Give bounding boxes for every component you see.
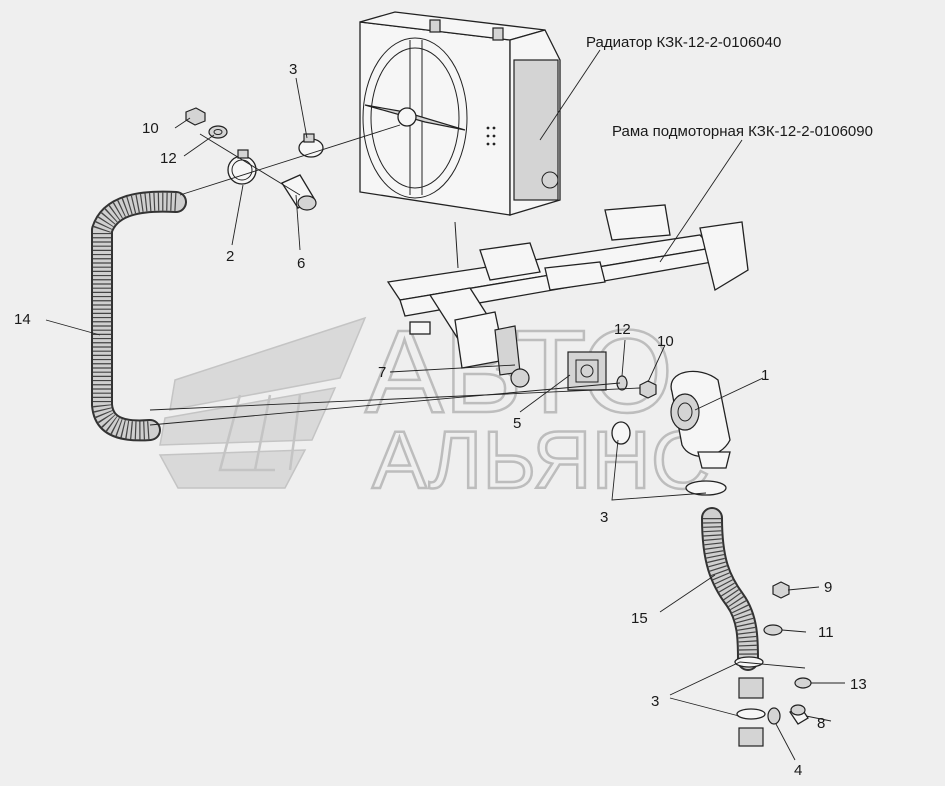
hose-part-14 — [91, 190, 187, 442]
label-10-middle: 10 — [657, 333, 674, 350]
label-1: 1 — [761, 367, 769, 384]
nut-part-9 — [772, 581, 790, 599]
label-2: 2 — [226, 248, 234, 265]
label-12-middle: 12 — [614, 321, 631, 338]
pipe-sleeve-upper — [738, 677, 764, 699]
leader-lines — [45, 49, 845, 761]
label-3-lower: 3 — [651, 693, 659, 710]
subengine-frame — [386, 204, 749, 388]
fasteners-middle — [611, 375, 727, 496]
position-labels: 10 12 3 2 6 14 7 5 12 10 1 3 15 9 11 13 … — [14, 61, 867, 779]
label-12-upper: 12 — [160, 150, 177, 167]
clamp-ring-lower — [736, 708, 766, 720]
label-3-upper: 3 — [289, 61, 297, 78]
label-11: 11 — [818, 624, 834, 641]
fasteners-lower-right — [734, 581, 812, 747]
air-intake-part-1 — [670, 370, 731, 469]
pipe-sleeve-lower — [738, 727, 764, 747]
fasteners-upper-left — [185, 107, 324, 211]
label-7: 7 — [378, 364, 386, 381]
label-3-middle: 3 — [600, 509, 608, 526]
label-14: 14 — [14, 311, 31, 328]
clamp-part-3-lower-ring — [685, 480, 727, 496]
label-15: 15 — [631, 610, 648, 627]
clamp-part-3-middle — [611, 421, 631, 445]
label-5: 5 — [513, 415, 521, 432]
watermark-line2: АЛЬЯНС — [372, 415, 710, 506]
nut-part-10 — [185, 107, 206, 126]
label-6: 6 — [297, 255, 305, 272]
air-grille — [567, 351, 607, 391]
washer-part-13 — [794, 677, 812, 689]
clamp-ring-upper — [734, 656, 764, 668]
callout-frame: Рама подмоторная КЗК-12-2-0106090 — [612, 123, 873, 140]
label-10-upper: 10 — [142, 120, 159, 137]
hose-part-15 — [701, 507, 759, 671]
bolt-part-6 — [281, 174, 317, 211]
clamp-part-4 — [767, 707, 781, 725]
label-9: 9 — [824, 579, 832, 596]
washer-part-11 — [763, 624, 783, 636]
label-4: 4 — [794, 762, 802, 779]
label-8: 8 — [817, 715, 825, 732]
clamp-part-3-upper — [298, 133, 324, 158]
bolt-part-8 — [789, 704, 809, 725]
nut-part-10-middle — [639, 380, 657, 399]
callout-radiator: Радиатор КЗК-12-2-0106040 — [586, 34, 781, 51]
label-13: 13 — [850, 676, 867, 693]
radiator-assembly — [359, 11, 561, 216]
watermark-emblem-icon — [158, 316, 367, 489]
